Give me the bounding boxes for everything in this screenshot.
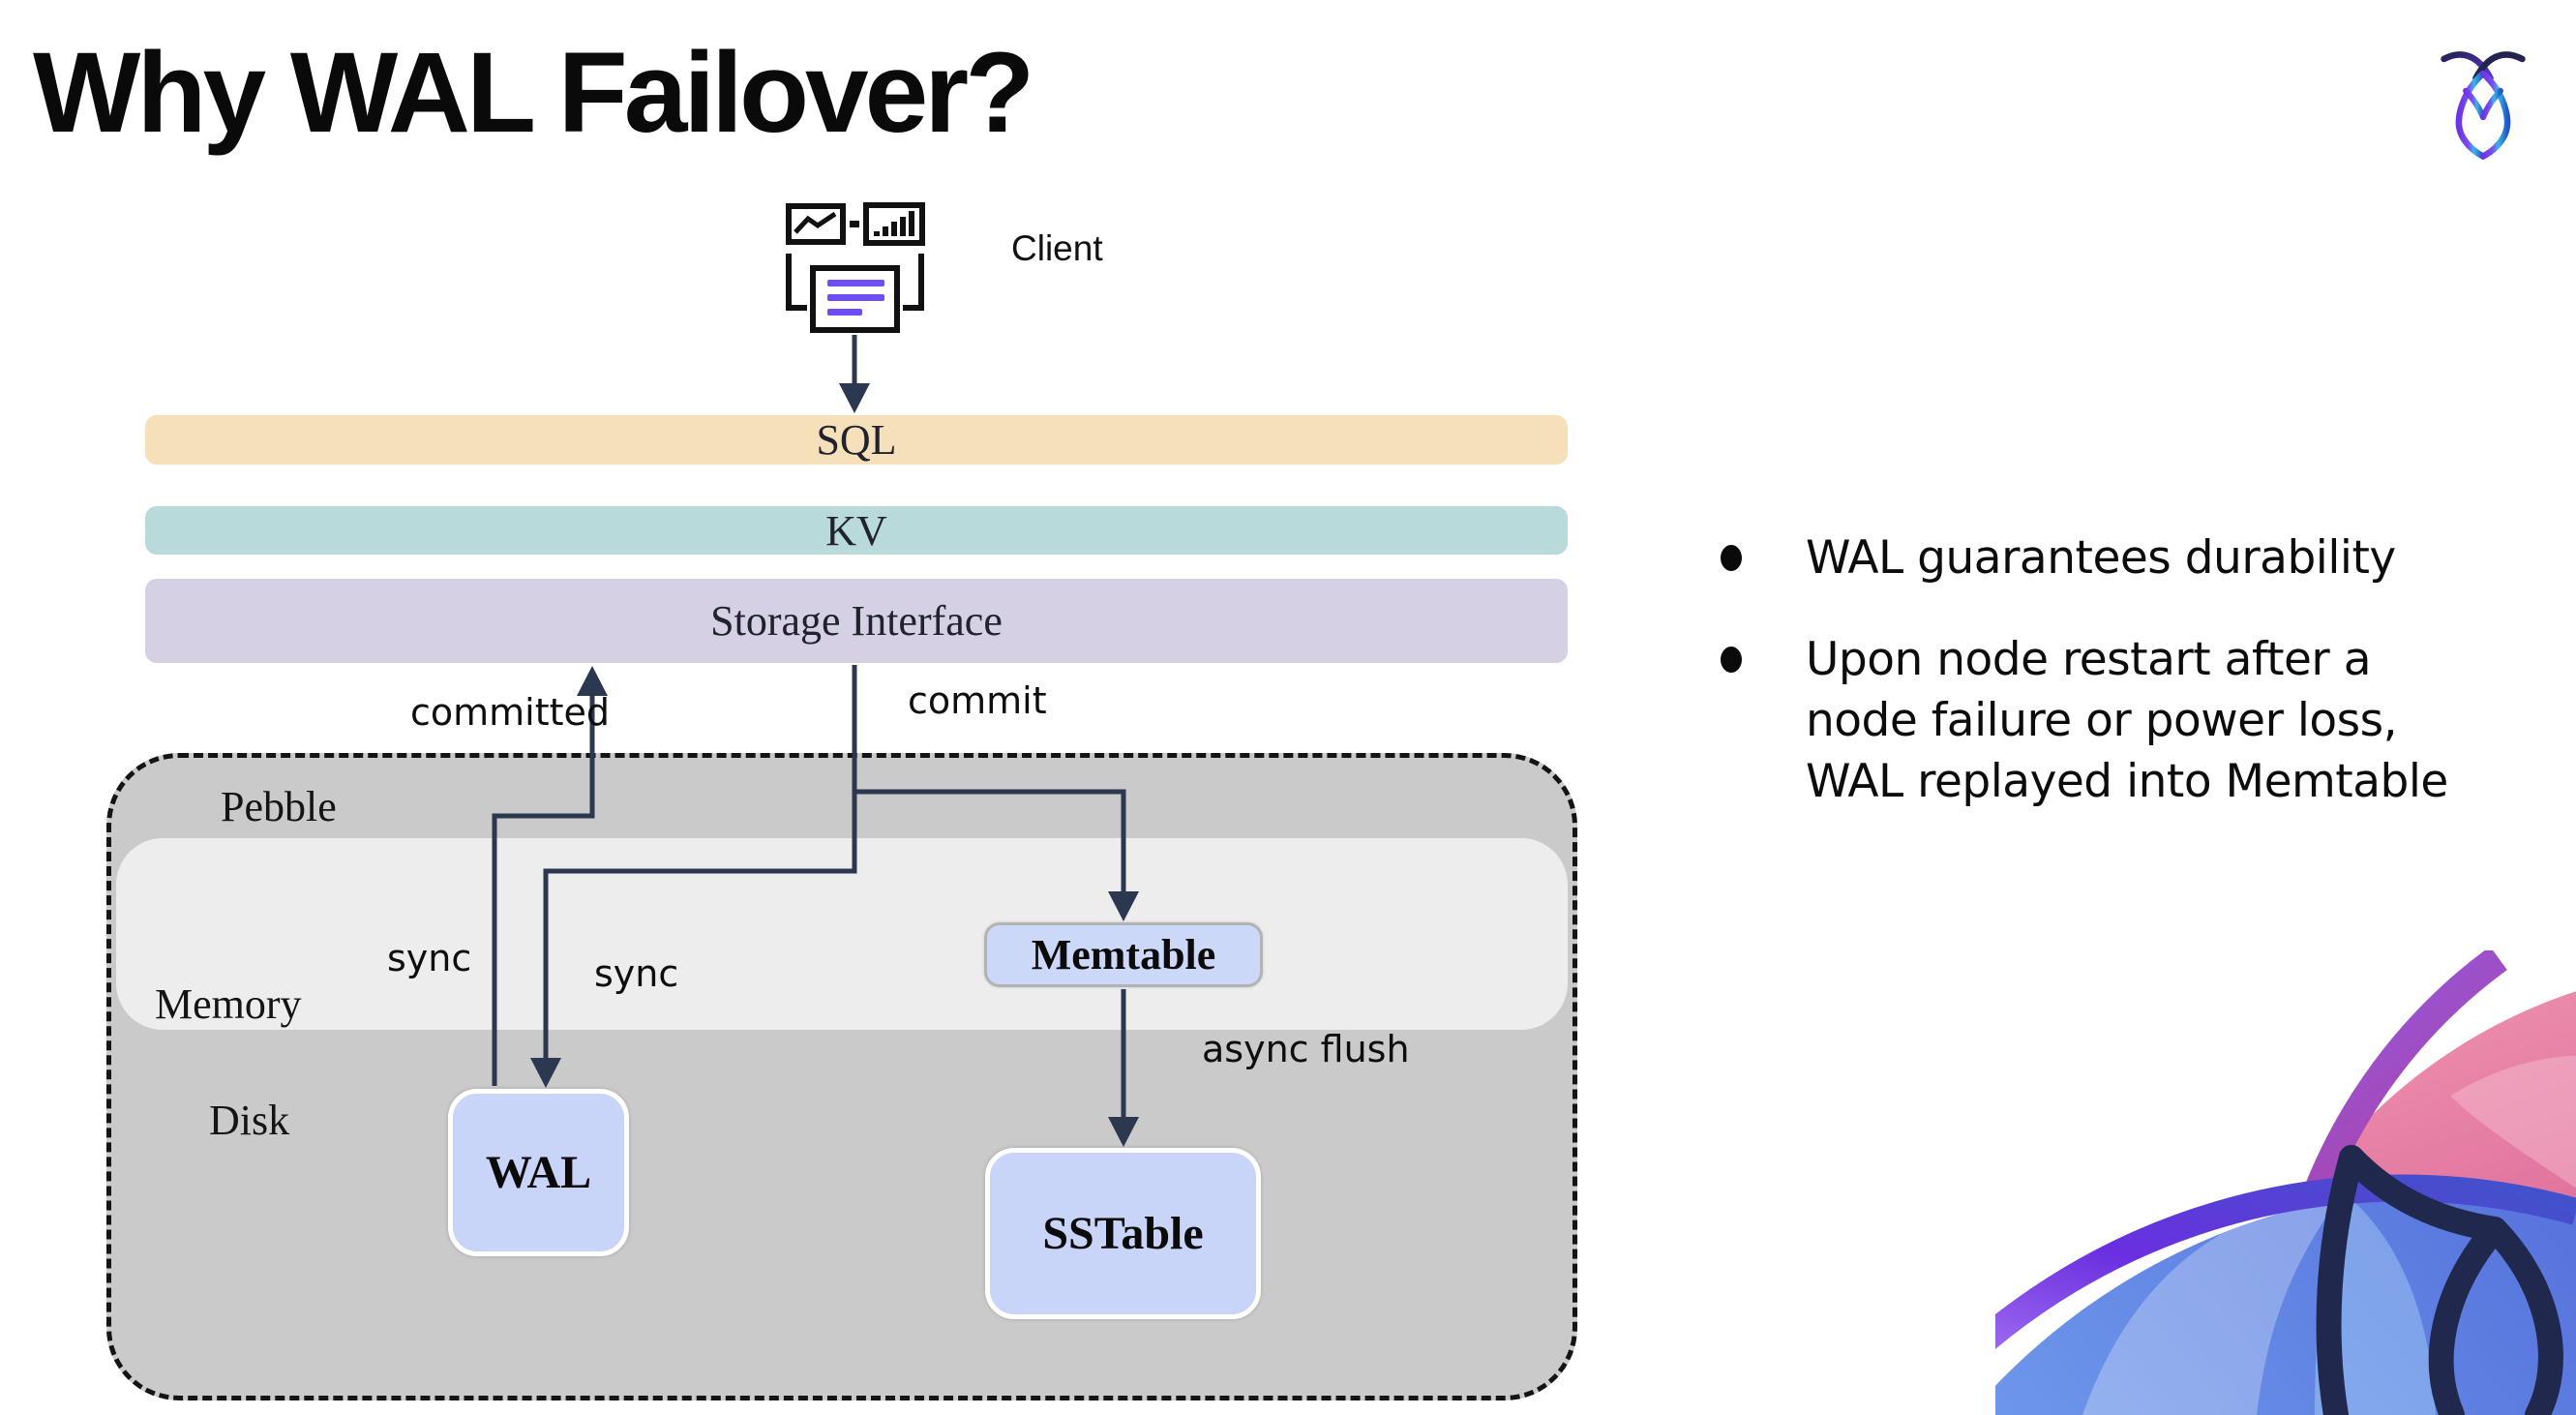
- line-chart-icon: [786, 203, 846, 245]
- icon-connector-dash: [850, 221, 859, 227]
- kv-layer-label: KV: [825, 506, 887, 555]
- async-flush-edge-label: async flush: [1202, 1028, 1410, 1070]
- bullet-text: WAL guarantees durability: [1806, 531, 2396, 585]
- committed-edge-label: committed: [410, 691, 611, 734]
- pebble-label: Pebble: [221, 783, 337, 830]
- bullet-list: WAL guarantees durability Upon node rest…: [1721, 527, 2572, 853]
- client-label: Client: [1011, 228, 1103, 268]
- memtable-node-label: Memtable: [1031, 931, 1216, 978]
- bracket-left-icon: [786, 254, 807, 311]
- disk-label: Disk: [209, 1097, 290, 1144]
- storage-interface-layer-bar: Storage Interface: [145, 579, 1568, 663]
- bullet-dot-icon: [1721, 647, 1742, 673]
- bracket-right-icon: [903, 254, 924, 311]
- sync-right-edge-label: sync: [594, 952, 679, 995]
- memtable-node: Memtable: [984, 922, 1263, 987]
- bullet-text: Upon node restart after a node failure o…: [1806, 633, 2448, 808]
- memory-zone: [116, 838, 1568, 1030]
- storage-interface-label: Storage Interface: [710, 597, 1003, 645]
- cockroachdb-logo-icon: [2441, 51, 2526, 160]
- memory-label: Memory: [155, 980, 302, 1028]
- sql-document-icon: [810, 265, 900, 333]
- page-title: Why WAL Failover?: [33, 29, 1034, 157]
- list-item: WAL guarantees durability: [1721, 527, 2572, 588]
- sync-left-edge-label: sync: [387, 937, 472, 979]
- wal-node: WAL: [448, 1089, 629, 1256]
- wal-node-label: WAL: [485, 1147, 592, 1198]
- sstable-node: SSTable: [985, 1148, 1261, 1319]
- kv-layer-bar: KV: [145, 506, 1568, 555]
- arrowhead-client-sql: [839, 383, 870, 413]
- decorative-graphic: [1995, 950, 2576, 1415]
- sql-layer-bar: SQL: [145, 415, 1568, 465]
- sql-layer-label: SQL: [816, 416, 897, 464]
- bar-chart-icon: [863, 202, 925, 246]
- commit-edge-label: commit: [908, 679, 1047, 722]
- list-item: Upon node restart after a node failure o…: [1721, 629, 2572, 812]
- bullet-dot-icon: [1721, 545, 1742, 571]
- sstable-node-label: SSTable: [1042, 1208, 1204, 1259]
